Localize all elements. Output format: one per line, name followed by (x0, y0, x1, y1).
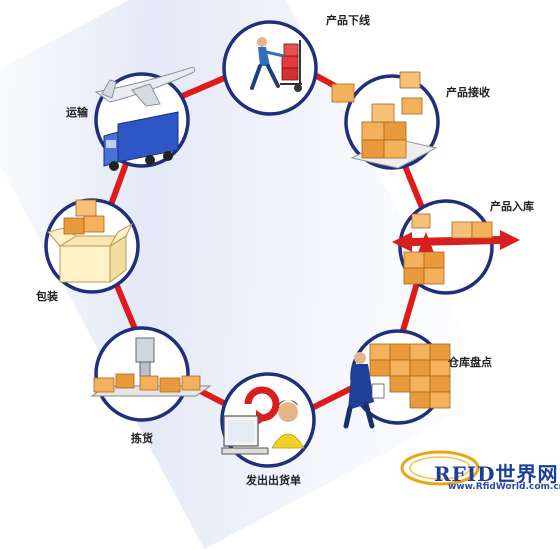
label-picking: 拣货 (131, 432, 153, 445)
step-circle-shipping-order (220, 372, 316, 468)
person-icon (271, 400, 305, 449)
step-circle-transport (94, 67, 195, 171)
label-receive: 产品接收 (446, 86, 490, 99)
computer-icon (221, 415, 269, 455)
box-icon (331, 83, 355, 103)
step-circle-receive (331, 71, 440, 170)
step-circle-offline (222, 20, 318, 116)
recycle-arrows-icon (244, 386, 280, 426)
label-inventory: 仓库盘点 (448, 356, 492, 369)
logo-brand: RFID世界网 (434, 462, 559, 486)
cycle-graphic (44, 20, 520, 468)
boxes-row-icon (93, 373, 201, 393)
step-circle-inventory (343, 329, 451, 429)
boxes-stack-icon (361, 71, 423, 159)
airplane-icon (94, 67, 195, 107)
picker-machine-icon (135, 337, 155, 377)
worker-handtruck-icon (250, 37, 302, 92)
worker-clipboard-icon (343, 352, 385, 429)
logo-url: www.RfidWorld.com.cn (448, 482, 560, 492)
boxes-stack-icon (63, 199, 105, 235)
step-circle-picking (90, 326, 212, 422)
open-box-icon (47, 222, 134, 283)
rfid-logo-icon (400, 450, 480, 486)
step-circle-packing (44, 198, 140, 294)
boxes-stack-icon (403, 213, 493, 285)
label-packing: 包装 (36, 290, 58, 303)
truck-icon (103, 111, 179, 171)
label-warehouse-in: 产品入库 (490, 200, 534, 213)
label-shipping-order: 发出出货单 (246, 474, 301, 487)
boxes-wall-icon (369, 343, 451, 409)
label-offline: 产品下线 (326, 14, 370, 27)
step-circle-warehouse-in (392, 199, 520, 295)
label-transport: 运输 (66, 106, 88, 119)
